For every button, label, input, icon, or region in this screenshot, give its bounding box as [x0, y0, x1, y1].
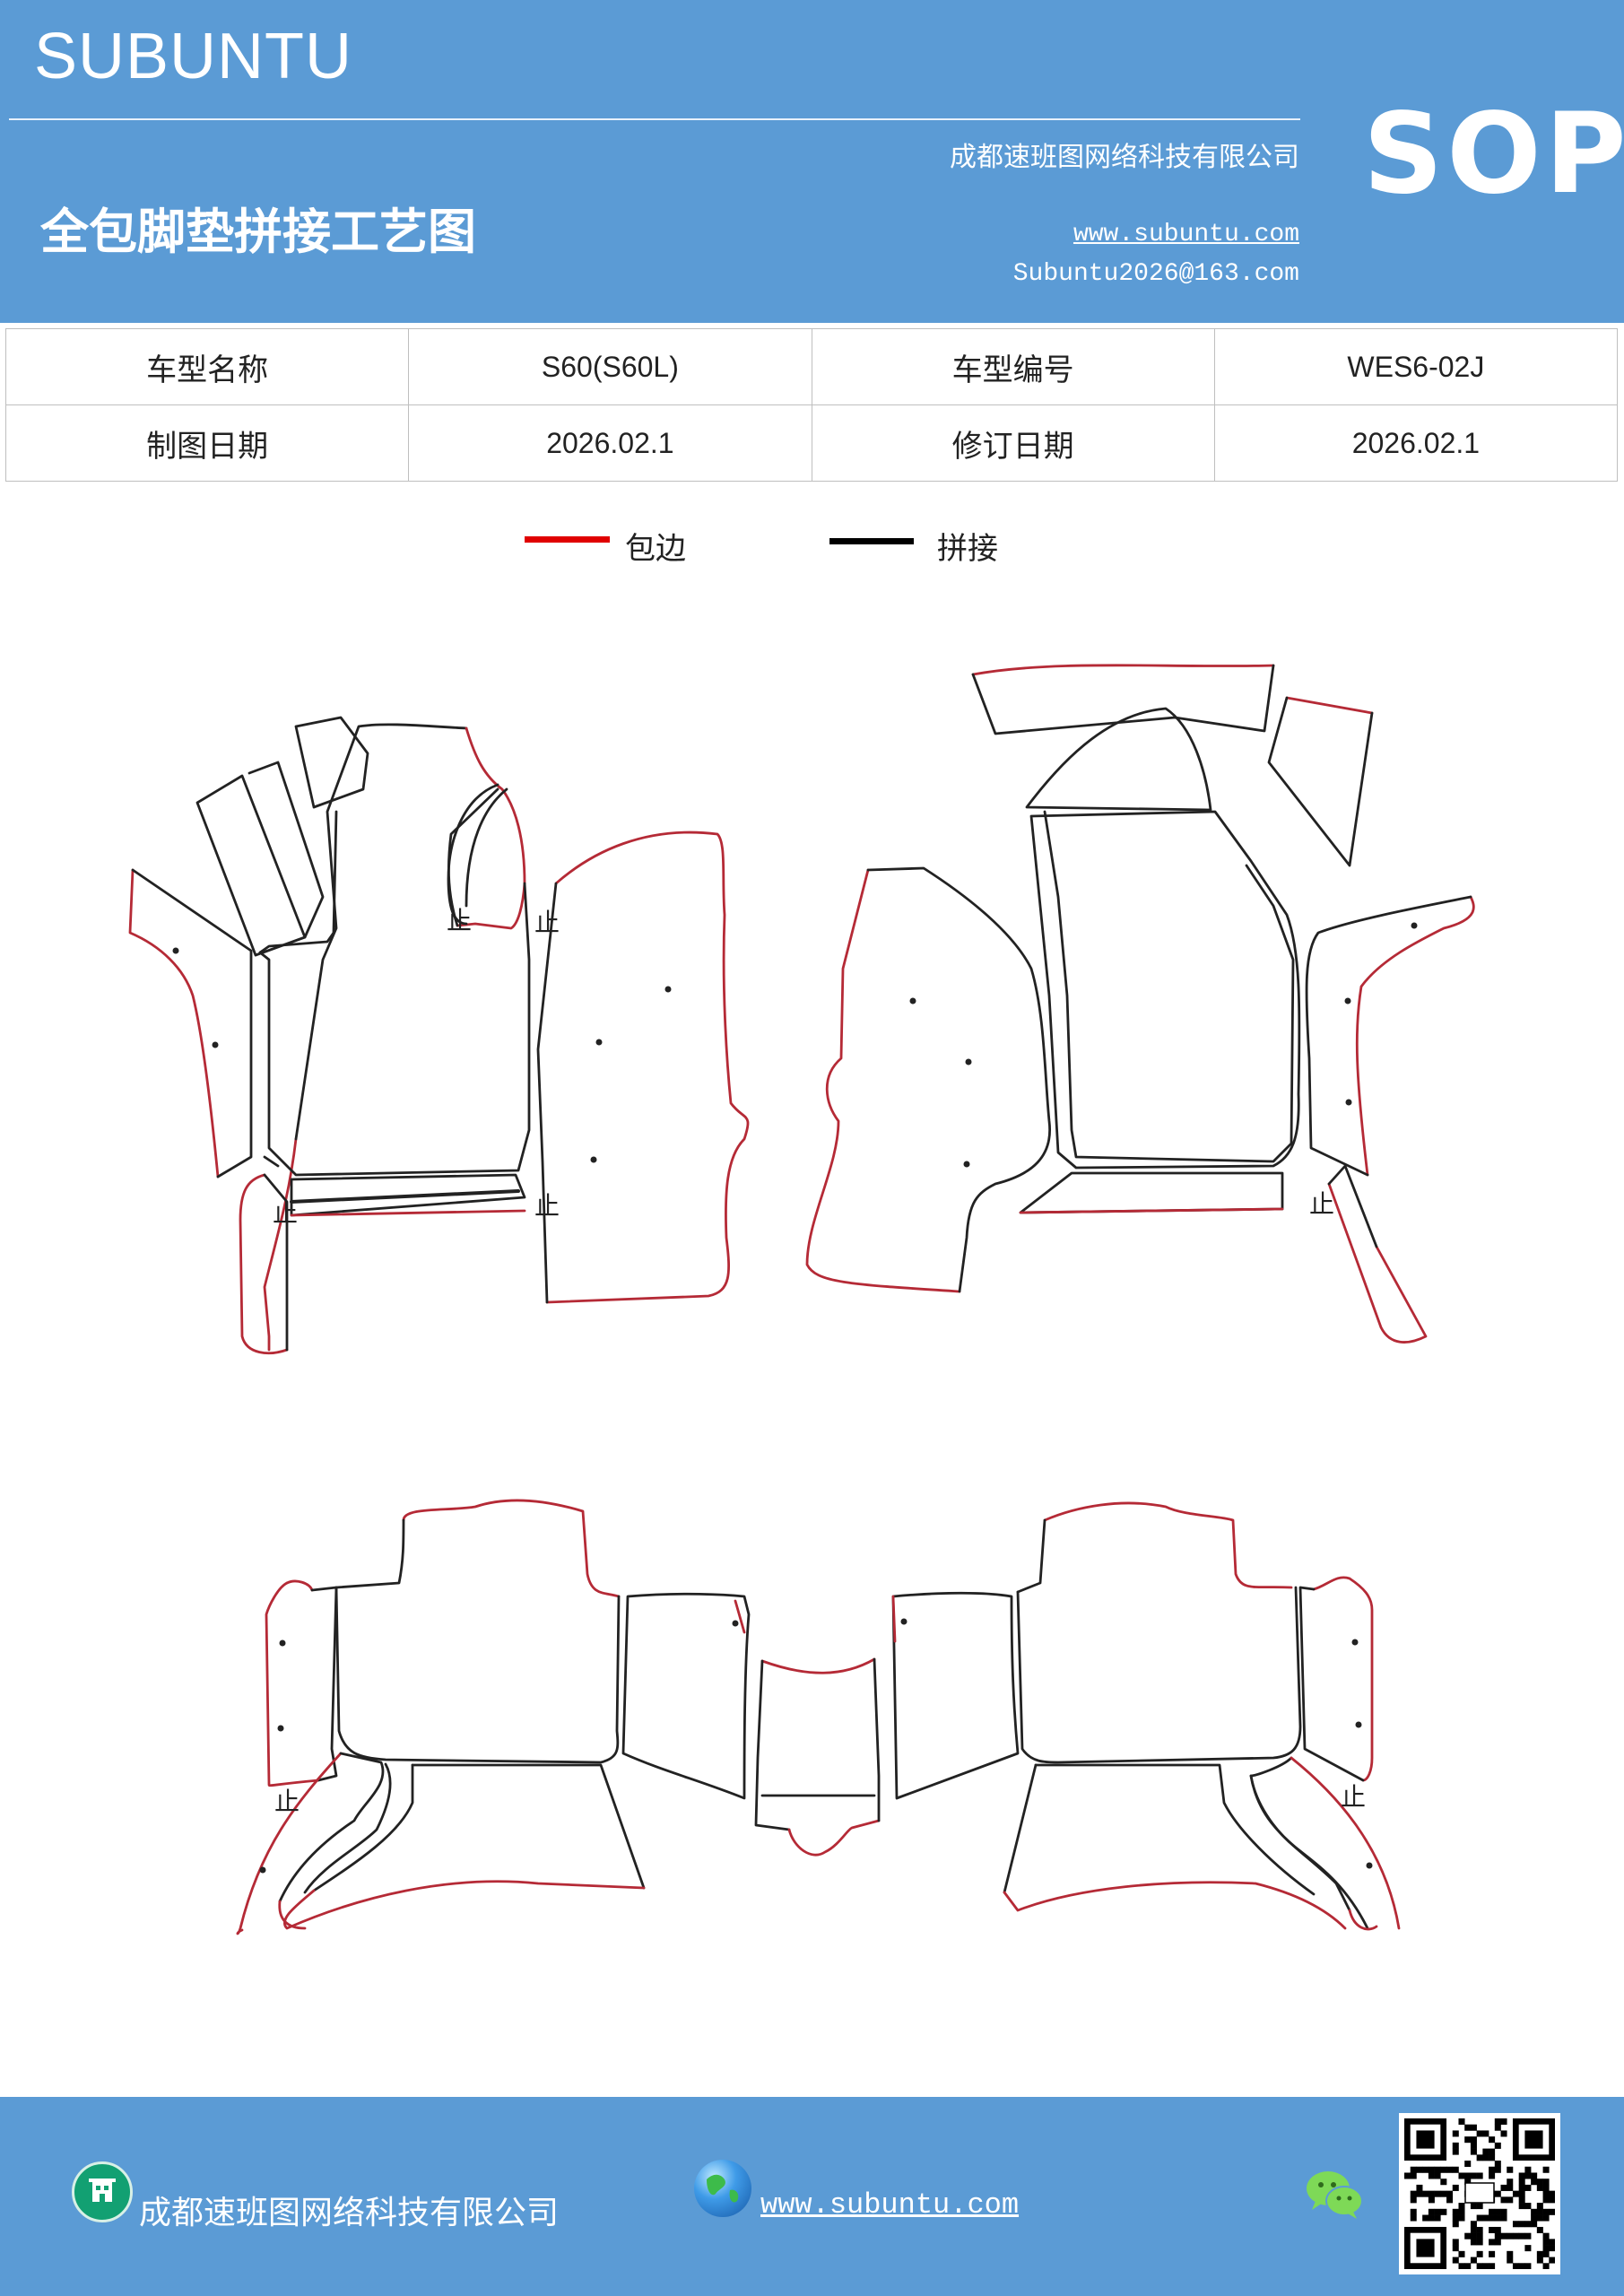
- mat-piece-driver-pillar: [195, 716, 369, 957]
- mat-piece-rear-center-right: [891, 1591, 1020, 1800]
- header-company: 成都速班图网络科技有限公司: [950, 142, 1299, 173]
- header-divider: [9, 118, 1300, 120]
- fixing-point: [1355, 1721, 1362, 1728]
- table-row: 制图日期 2026.02.1 修订日期 2026.02.1: [4, 404, 1619, 482]
- document-title: 全包脚垫拼接工艺图: [40, 203, 476, 260]
- table-row: 车型名称 S60(S60L) 车型编号 WES6-02J: [4, 328, 1619, 405]
- model-code-value: WES6-02J: [1213, 328, 1619, 405]
- fixing-point: [590, 1156, 597, 1163]
- fixing-point: [664, 986, 672, 993]
- legend-seam-label: 拼接: [937, 531, 998, 567]
- header-email: Subuntu2026@163.com: [1012, 260, 1299, 288]
- mat-piece-passenger-top-strip: [971, 664, 1275, 735]
- stop-mark: 止: [534, 1191, 560, 1221]
- stop-mark: 止: [273, 1198, 298, 1228]
- sop-badge: SOP: [1363, 90, 1624, 219]
- revision-date-value: 2026.02.1: [1213, 404, 1619, 482]
- legend-edging-label: 包边: [625, 531, 686, 567]
- legend-seam-swatch: [829, 538, 914, 544]
- mat-piece-passenger-main: [1025, 707, 1301, 1170]
- mat-piece-driver-arc: [447, 783, 508, 926]
- brand-name: SUBUNTU: [34, 21, 353, 92]
- fixing-point: [212, 1041, 219, 1048]
- mat-piece-passenger-rightwing: [1305, 895, 1475, 1177]
- mat-piece-rear-right-side: [1298, 1576, 1374, 1782]
- footer-website-link[interactable]: www.subuntu.com: [760, 2188, 1020, 2222]
- fixing-point: [909, 997, 916, 1004]
- model-name-value: S60(S60L): [408, 328, 812, 405]
- fixing-points: [172, 922, 1418, 1874]
- draw-date-label: 制图日期: [4, 404, 410, 482]
- fixing-point: [900, 1618, 908, 1625]
- fixing-point: [1344, 997, 1351, 1004]
- revision-date-label: 修订日期: [811, 404, 1215, 482]
- mat-piece-passenger-wedge: [1267, 696, 1374, 867]
- vehicle-info-table: 车型名称 S60(S60L) 车型编号 WES6-02J 制图日期 2026.0…: [4, 328, 1619, 482]
- stop-mark: 止: [447, 906, 472, 935]
- fixing-point: [1366, 1862, 1373, 1869]
- stop-mark: 止: [1341, 1782, 1366, 1812]
- fixing-point: [965, 1058, 972, 1065]
- footer-banner: 成都速班图网络科技有限公司 www.subuntu.com: [0, 2097, 1624, 2296]
- header-website-link[interactable]: www.subuntu.com: [1073, 221, 1299, 248]
- mat-piece-rear-right-lower: [1003, 1763, 1347, 1930]
- fixing-point: [732, 1620, 739, 1627]
- fixing-point: [277, 1725, 284, 1732]
- mat-piece-driver-bottomleg: [239, 1173, 289, 1355]
- fixing-point: [595, 1039, 603, 1046]
- fixing-point: [1411, 922, 1418, 929]
- mat-piece-rear-center-left: [621, 1592, 751, 1800]
- mat-piece-driver-leftwing: [128, 868, 253, 1178]
- model-name-label: 车型名称: [4, 328, 410, 405]
- mat-piece-rear-left-lower: [283, 1763, 646, 1930]
- fixing-point: [279, 1639, 286, 1647]
- mat-piece-center-right: [805, 866, 1052, 1293]
- draw-date-value: 2026.02.1: [408, 404, 812, 482]
- mat-piece-rear-left-side: [265, 1579, 338, 1787]
- stop-mark: 止: [534, 908, 560, 937]
- fixing-point: [172, 947, 179, 954]
- mat-piece-passenger-bottomleg: [1327, 1164, 1428, 1344]
- footer-company: 成都速班图网络科技有限公司: [139, 2195, 560, 2231]
- globe-icon: [694, 2160, 751, 2217]
- fixing-point: [1351, 1639, 1359, 1646]
- mat-piece-center-left: [536, 831, 750, 1304]
- qr-code[interactable]: [1399, 2113, 1560, 2274]
- stop-mark: 止: [1309, 1189, 1334, 1219]
- mat-piece-rear-left-main: [334, 1499, 621, 1764]
- fixing-point: [259, 1866, 266, 1874]
- mat-piece-rear-left-arc: [236, 1752, 392, 1935]
- legend-edging-swatch: [525, 536, 610, 543]
- mat-piece-driver-main: [258, 723, 531, 1352]
- header-banner: SUBUNTU 成都速班图网络科技有限公司 全包脚垫拼接工艺图 www.subu…: [0, 0, 1624, 323]
- mat-piece-rear-right-arc: [1249, 1756, 1401, 1931]
- wechat-icon: [1305, 2169, 1364, 2224]
- model-code-label: 车型编号: [811, 328, 1215, 405]
- building-icon: [72, 2161, 133, 2222]
- stop-mark: 止: [274, 1787, 300, 1816]
- fixing-point: [963, 1161, 970, 1168]
- stop-marks: 止 止 止 止 止 止 止: [273, 906, 1366, 1816]
- mat-piece-rear-tunnel: [754, 1657, 881, 1857]
- mat-piece-driver-strip: [290, 1173, 526, 1217]
- mat-piece-passenger-strip: [1019, 1171, 1284, 1214]
- fixing-point: [1345, 1099, 1352, 1106]
- mat-piece-rear-right-main: [1016, 1501, 1302, 1764]
